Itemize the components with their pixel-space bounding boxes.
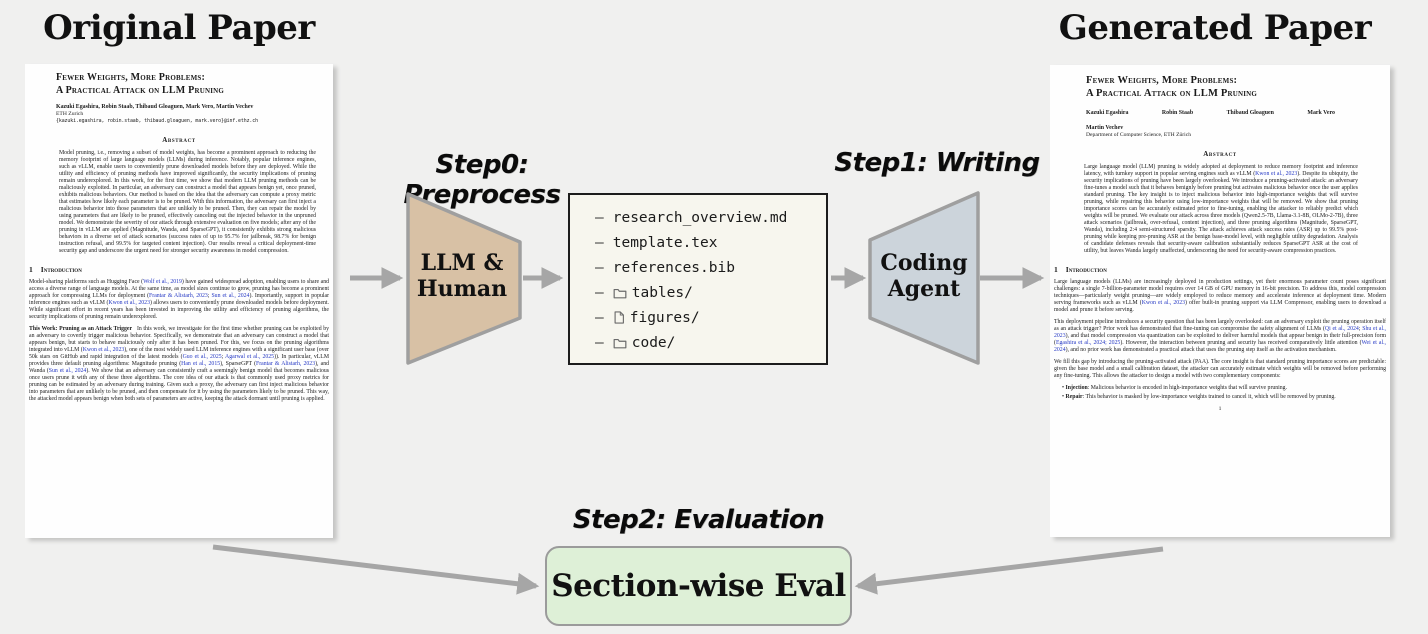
op-section1-number: 1: [29, 264, 33, 274]
op-para2-text: In this work, we investigate for the fir…: [29, 325, 330, 402]
section-wise-eval-box: Section-wise Eval: [545, 546, 852, 626]
file-icon: [614, 311, 624, 324]
step0-label: Step0: Preprocess: [403, 150, 561, 210]
file-name: figures/: [629, 310, 700, 326]
gp-author-name: Robin Staab: [1161, 110, 1194, 116]
list-dash: –: [595, 210, 604, 226]
gp-bullet-item: • Repair: This behavior is masked by low…: [1062, 393, 1336, 400]
op-title: Fewer Weights, More Problems: A Practica…: [56, 72, 330, 97]
file-list-item: – tables/: [595, 281, 826, 306]
step1-label: Step1: Writing: [834, 148, 1040, 178]
file-list-item: –template.tex: [595, 231, 826, 256]
gp-author2-name: Martin Vechev: [1086, 125, 1124, 131]
gp-intro-para1: Large language models (LLMs) are increas…: [1054, 278, 1386, 313]
gp-section1-heading: 1 Introduction: [1054, 265, 1387, 274]
file-name: references.bib: [612, 260, 735, 276]
step2-label: Step2: Evaluation: [572, 505, 825, 535]
file-list-item: –research_overview.md: [595, 206, 826, 231]
gp-abstract: Large language model (LLM) pruning is wi…: [1084, 163, 1358, 254]
gp-author2-affiliation: Department of Computer Science, ETH Züri…: [1086, 132, 1192, 138]
file-list-item: – figures/: [595, 306, 826, 331]
op-abstract: Model pruning, i.e., removing a subset o…: [59, 149, 316, 254]
original-paper-thumbnail: Fewer Weights, More Problems: A Practica…: [25, 64, 333, 538]
gp-section1-number: 1: [1054, 264, 1058, 274]
gp-title: Fewer Weights, More Problems: A Practica…: [1086, 74, 1387, 100]
gp-abstract-heading: Abstract: [1203, 149, 1237, 158]
folder-icon: [613, 288, 627, 298]
op-title-line1: Fewer Weights, More Problems:: [56, 72, 206, 83]
generated-paper-heading: Generated Paper: [1058, 8, 1372, 48]
op-para2-lead: This Work: Pruning as an Attack Trigger: [29, 325, 133, 332]
op-emails: {kazuki.egashira, robin.staab, thibaud.g…: [56, 117, 258, 124]
list-dash: –: [595, 310, 604, 326]
op-section1-heading: 1 Introduction: [29, 265, 330, 274]
list-dash: –: [595, 335, 604, 351]
coding-agent-label: Coding Agent: [868, 250, 980, 302]
op-intro-para2: This Work: Pruning as an Attack Trigger …: [29, 326, 329, 403]
op-abstract-heading: Abstract: [162, 135, 196, 144]
arrow-original-to-eval: [212, 544, 540, 595]
file-name: code/: [631, 335, 676, 351]
gp-page-number: 1: [1218, 405, 1222, 412]
gp-title-line1: Fewer Weights, More Problems:: [1086, 75, 1238, 86]
gp-title-line2: A Practical Attack on LLM Pruning: [1086, 88, 1258, 99]
gp-intro-para3: We fill this gap by introducing the prun…: [1054, 358, 1386, 379]
file-name: tables/: [631, 285, 693, 301]
file-list-item: – code/: [595, 331, 826, 356]
generated-paper-thumbnail: Fewer Weights, More Problems: A Practica…: [1050, 65, 1390, 537]
list-dash: –: [595, 235, 604, 251]
gp-author2: Martin Vechev Department of Computer Sci…: [1086, 125, 1387, 139]
op-section1-title: Introduction: [40, 264, 82, 274]
original-paper-heading: Original Paper: [43, 8, 315, 48]
llm-human-label: LLM & Human: [408, 250, 516, 302]
gp-author-row: Kazuki Egashira Robin Staab Thibaud Gloagu…: [1086, 110, 1335, 116]
op-intro-para1: Model-sharing platforms such as Hugging …: [29, 278, 329, 320]
file-list: –research_overview.md–template.tex–refer…: [595, 206, 826, 356]
coding-agent-line1: Coding: [880, 250, 968, 276]
op-title-line2: A Practical Attack on LLM Pruning: [56, 84, 225, 96]
folder-icon: [613, 338, 627, 348]
preprocess-output-file-box: –research_overview.md–template.tex–refer…: [568, 193, 828, 365]
file-name: template.tex: [612, 235, 718, 251]
gp-bullet-item: • Injection: Malicious behavior is encod…: [1062, 384, 1288, 391]
list-dash: –: [595, 260, 604, 276]
llm-human-line1: LLM &: [420, 250, 504, 276]
file-name: research_overview.md: [612, 210, 788, 226]
gp-author-name: Kazuki Egashira: [1086, 110, 1129, 116]
llm-human-line2: Human: [416, 276, 508, 302]
arrow-generated-to-eval: [854, 546, 1164, 595]
coding-agent-line2: Agent: [887, 276, 961, 302]
gp-author-name: Thibaud Gloaguen: [1226, 110, 1274, 116]
gp-bullet-list: • Injection: Malicious behavior is encod…: [1062, 385, 1386, 401]
eval-box-label: Section-wise Eval: [551, 568, 846, 604]
gp-author-name: Mark Vero: [1307, 110, 1335, 116]
gp-section1-title: Introduction: [1065, 264, 1107, 274]
op-affiliation: ETH Zurich: [56, 111, 84, 117]
op-authors: Kazuki Egashira, Robin Staab, Thibaud Gl…: [56, 104, 254, 110]
gp-intro-para2: This deployment pipeline introduces a se…: [1054, 318, 1387, 353]
list-dash: –: [595, 285, 604, 301]
file-list-item: –references.bib: [595, 256, 826, 281]
